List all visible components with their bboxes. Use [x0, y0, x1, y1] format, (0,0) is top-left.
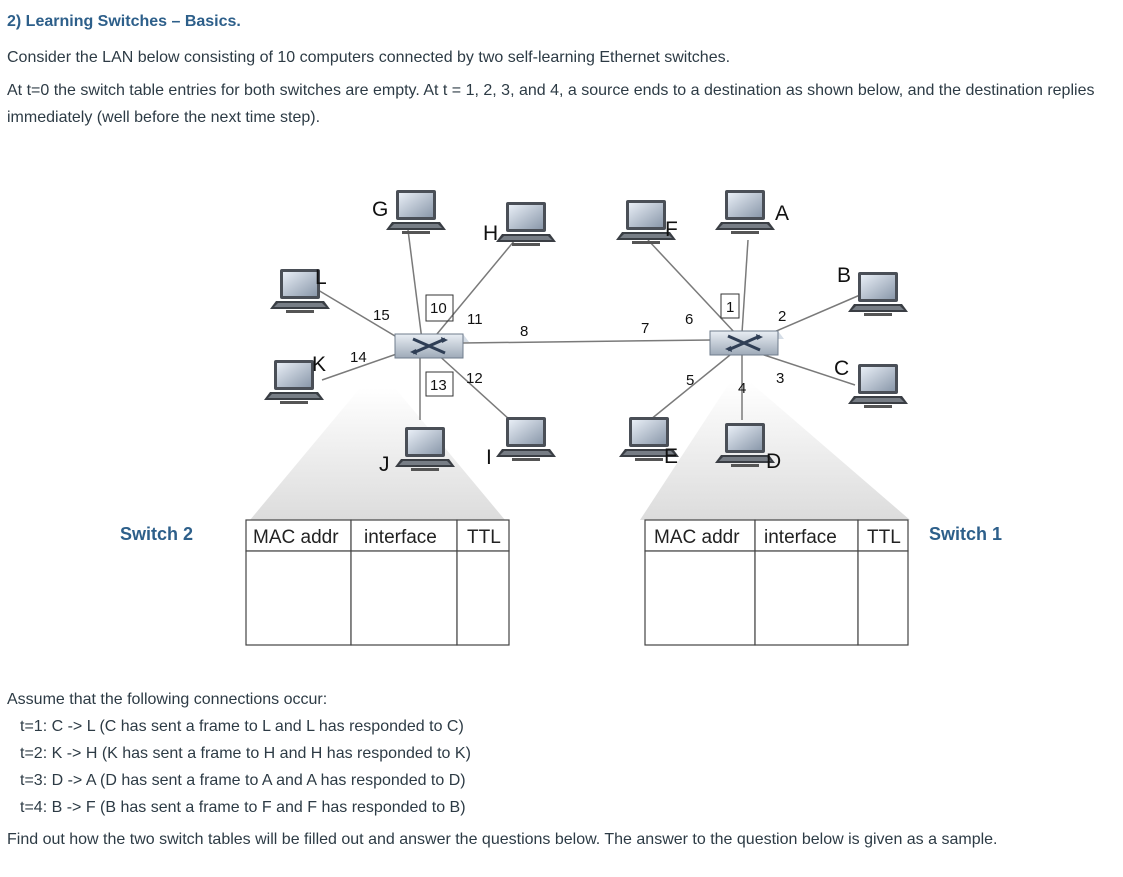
switch2-header-mac: MAC addr: [253, 527, 339, 548]
host-label-l: L: [315, 266, 327, 289]
switch2-header-ttl: TTL: [467, 527, 501, 548]
computer-b-icon: [848, 272, 908, 316]
switch1-header-interface: interface: [764, 527, 837, 548]
switch2-label: Switch 2: [120, 524, 193, 544]
computer-c-icon: [848, 364, 908, 408]
port-label-2: 2: [778, 308, 786, 325]
port-label-1: 1: [726, 299, 734, 316]
computer-g-icon: [386, 190, 446, 234]
port-box-10: [425, 294, 454, 322]
port-label-6: 6: [685, 311, 693, 328]
host-label-f: F: [665, 218, 678, 241]
switch2-table: [245, 519, 510, 646]
port-label-3: 3: [776, 370, 784, 387]
computer-i-icon: [496, 417, 556, 461]
connections-intro: Assume that the following connections oc…: [7, 691, 328, 708]
switch1-label: Switch 1: [929, 524, 1002, 544]
host-label-d: D: [766, 450, 781, 473]
host-label-c: C: [834, 357, 849, 380]
port-box-13: [425, 371, 454, 397]
host-label-a: A: [775, 202, 789, 225]
port-label-5: 5: [686, 372, 694, 389]
intro-text: Consider the LAN below consisting of 10 …: [7, 49, 731, 66]
question-title: 2) Learning Switches – Basics.: [7, 13, 241, 30]
closing-text: Find out how the two switch tables will …: [7, 831, 998, 848]
host-label-j: J: [379, 453, 390, 476]
connection-t3: t=3: D -> A (D has sent a frame to A and…: [20, 772, 466, 789]
connection-t4: t=4: B -> F (B has sent a frame to F and…: [20, 799, 466, 816]
host-label-k: K: [312, 353, 326, 376]
port-label-11: 11: [467, 311, 483, 328]
setup-text: At t=0 the switch table entries for both…: [7, 82, 1095, 126]
switch2-header-interface: interface: [364, 527, 437, 548]
lan-diagram: G H L K J I F A B C E D 15 10 11 8 14 13…: [120, 190, 1002, 646]
switch2-fan: [250, 388, 505, 520]
host-label-i: I: [486, 446, 492, 469]
switch1-header-ttl: TTL: [867, 527, 901, 548]
port-label-8: 8: [520, 323, 528, 340]
switch2-links: [317, 229, 713, 421]
host-label-g: G: [372, 198, 388, 221]
port-box-1: [720, 293, 740, 319]
switch1-table: [644, 519, 909, 646]
switch1-icon: [708, 329, 786, 357]
switch1-header-mac: MAC addr: [654, 527, 740, 548]
computer-a-icon: [715, 190, 775, 234]
connection-t1: t=1: C -> L (C has sent a frame to L and…: [20, 718, 464, 735]
port-label-7: 7: [641, 320, 649, 337]
port-label-13: 13: [430, 377, 447, 394]
host-label-e: E: [664, 445, 678, 468]
host-label-h: H: [483, 222, 498, 245]
computer-h-icon: [496, 202, 556, 246]
host-label-b: B: [837, 264, 851, 287]
switch2-icon: [393, 332, 471, 360]
port-label-12: 12: [466, 370, 483, 387]
port-label-15: 15: [373, 307, 390, 324]
port-label-10: 10: [430, 300, 447, 317]
port-label-14: 14: [350, 349, 367, 366]
switch1-fan: [640, 382, 910, 520]
connections-block: Assume that the following connections oc…: [7, 686, 471, 821]
port-label-4: 4: [738, 380, 746, 397]
connection-t2: t=2: K -> H (K has sent a frame to H and…: [20, 745, 471, 762]
